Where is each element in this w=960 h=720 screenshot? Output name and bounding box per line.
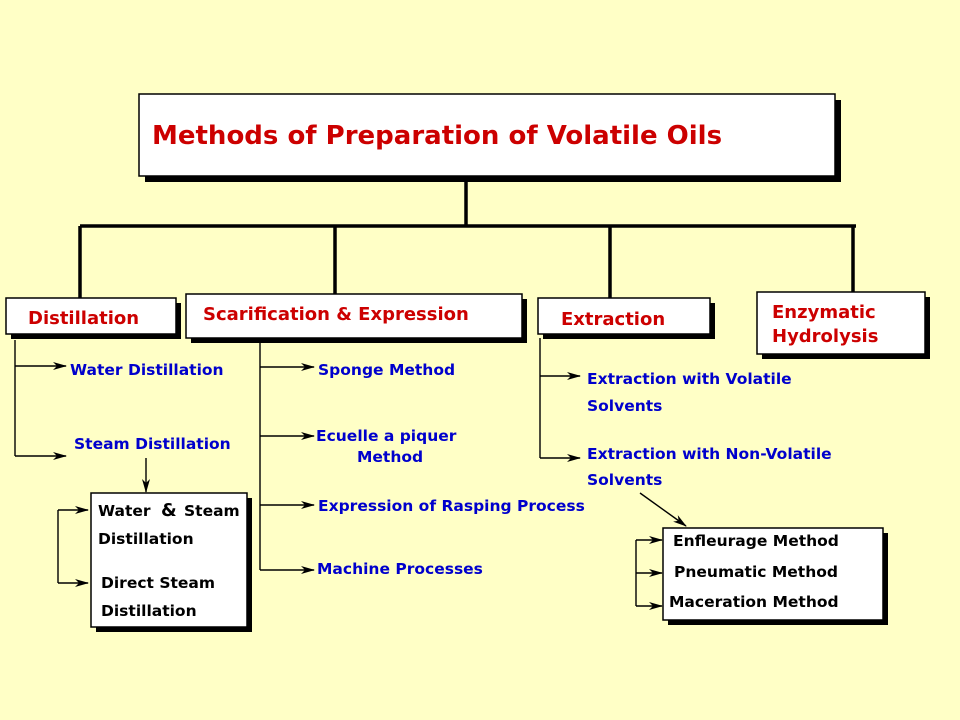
ecuelle-line1: Ecuelle a piquer (316, 427, 457, 445)
nonvolatile-solvents-line2: Solvents (587, 471, 662, 489)
category-scarification: Scarification & Expression (185, 293, 527, 343)
pneumatic-method: Pneumatic Method (674, 563, 838, 581)
volatile-solvents-line2: Solvents (587, 397, 662, 415)
title-box: Methods of Preparation of Volatile Oils (138, 93, 841, 182)
scarification-branch: Sponge Method Ecuelle a piquer Method Ex… (259, 342, 585, 578)
maceration-method: Maceration Method (669, 593, 839, 611)
machine-processes: Machine Processes (317, 560, 483, 578)
direct-steam-line1: Direct Steam (101, 574, 215, 592)
ecuelle-line2: Method (357, 448, 423, 466)
steam-distillation: Steam Distillation (74, 435, 231, 453)
water-steam-ampersand: & (161, 500, 177, 521)
category-enzymatic: Enzymatic Hydrolysis (756, 291, 930, 359)
water-steam-line1b: Steam (184, 502, 240, 520)
scarification-label: Scarification & Expression (203, 304, 469, 325)
enzymatic-label-line1: Enzymatic (772, 302, 876, 323)
title-text: Methods of Preparation of Volatile Oils (152, 121, 722, 151)
tree-connectors (78, 182, 856, 298)
nonvolatile-subbox: Enfleurage Method Pneumatic Method Macer… (635, 527, 888, 625)
volatile-solvents-line1: Extraction with Volatile (587, 370, 792, 388)
category-extraction: Extraction (537, 297, 715, 339)
enzymatic-label-line2: Hydrolysis (772, 326, 878, 347)
distillation-subbox: Water & Steam Distillation Direct Steam … (57, 492, 252, 632)
water-distillation: Water Distillation (70, 361, 224, 379)
nonvolatile-solvents-line1: Extraction with Non-Volatile (587, 445, 832, 463)
water-steam-line1a: Water (98, 502, 151, 520)
category-distillation: Distillation (5, 297, 181, 339)
extraction-branch: Extraction with Volatile Solvents Extrac… (539, 338, 832, 527)
direct-steam-line2: Distillation (101, 602, 197, 620)
enfleurage-method: Enfleurage Method (673, 532, 839, 550)
distillation-branch: Water Distillation Steam Distillation (14, 340, 231, 493)
rasping-process: Expression of Rasping Process (318, 497, 585, 515)
extraction-label: Extraction (561, 309, 665, 330)
distillation-label: Distillation (28, 308, 139, 329)
sponge-method: Sponge Method (318, 361, 455, 379)
water-steam-line2: Distillation (98, 530, 194, 548)
